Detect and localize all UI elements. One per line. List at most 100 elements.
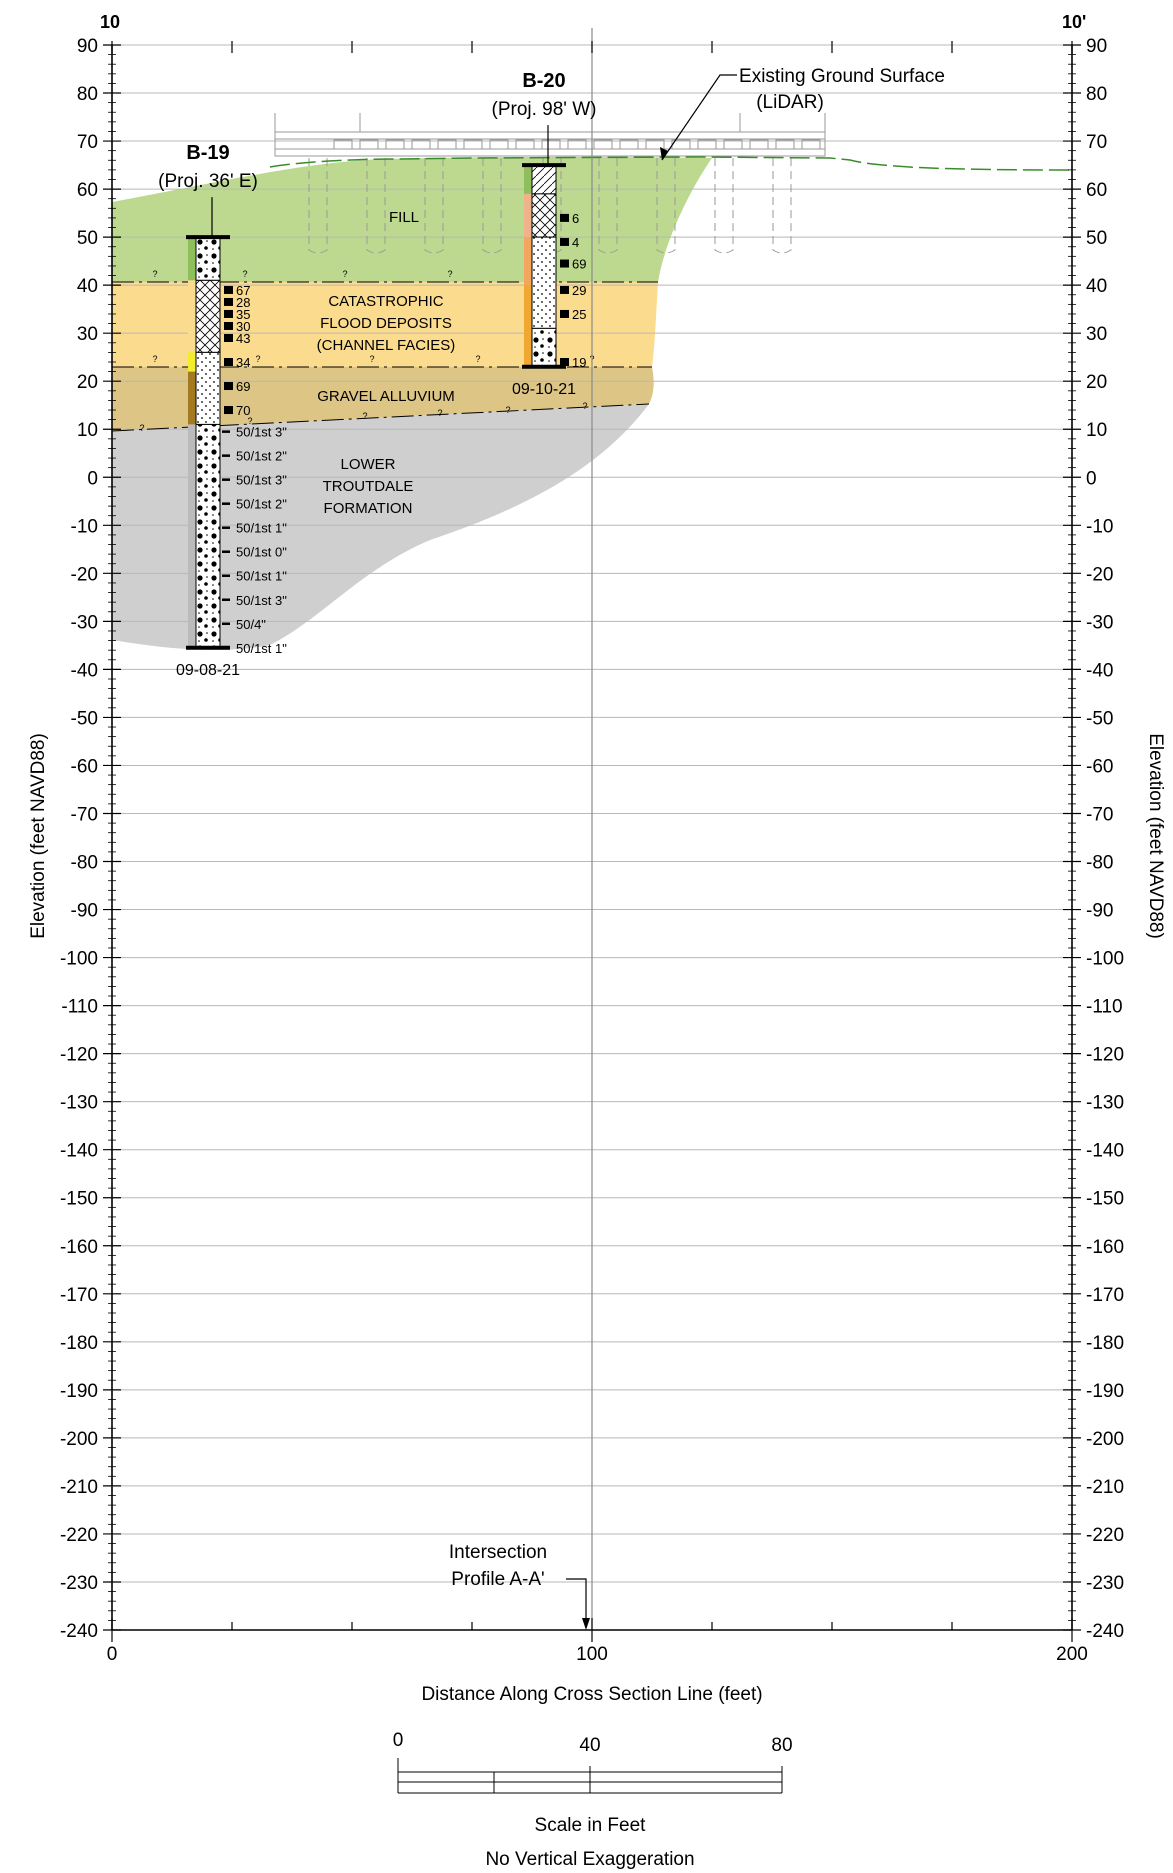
bridge-deck bbox=[274, 131, 826, 157]
ground-surface-leader bbox=[661, 74, 737, 161]
sample-marker bbox=[560, 285, 569, 294]
query-mark: ? bbox=[342, 269, 347, 279]
y-tick-label-right: -100 bbox=[1086, 949, 1124, 970]
y-tick-label-left: -90 bbox=[71, 901, 98, 922]
y-tick-label-right: 0 bbox=[1086, 468, 1097, 489]
y-tick-label-left: 40 bbox=[77, 276, 98, 297]
section-end-label: 10' bbox=[1062, 12, 1086, 32]
borings: B-19(Proj. 36' E)672835304334697050/1st … bbox=[158, 70, 596, 679]
bridge-pier bbox=[482, 158, 502, 254]
blow-count: 4 bbox=[572, 235, 579, 250]
girder-box bbox=[489, 139, 509, 150]
girder-box bbox=[619, 139, 639, 150]
bridge-girders bbox=[333, 139, 821, 150]
blow-count: 28 bbox=[236, 295, 250, 310]
boring-unit-strip bbox=[524, 165, 532, 194]
blow-count: 50/1st 0" bbox=[236, 545, 287, 560]
girder-box bbox=[385, 139, 405, 150]
intersection-leader bbox=[566, 1578, 587, 1622]
boring-lithology bbox=[195, 236, 221, 281]
bridge-pier bbox=[598, 158, 618, 254]
sample-marker bbox=[560, 259, 569, 268]
girder-box bbox=[437, 139, 457, 150]
sample-marker bbox=[224, 406, 233, 415]
girder-box bbox=[775, 139, 795, 150]
y-tick-label-right: 10 bbox=[1086, 420, 1107, 441]
y-tick-label-left: -130 bbox=[60, 1093, 98, 1114]
y-tick-label-left: -110 bbox=[61, 997, 98, 1018]
query-mark: ? bbox=[505, 405, 510, 415]
y-tick-label-right: -30 bbox=[1086, 612, 1113, 633]
boring-name: B-20 bbox=[522, 70, 565, 92]
x-tick-label: 200 bbox=[1056, 1644, 1088, 1665]
y-tick-label-left: 60 bbox=[77, 180, 98, 201]
girder-box bbox=[645, 139, 665, 150]
y-tick-label-left: -10 bbox=[71, 516, 98, 537]
y-tick-label-right: -150 bbox=[1086, 1189, 1124, 1210]
boring-lithology bbox=[195, 423, 221, 649]
boring-unit-strip bbox=[524, 237, 532, 286]
label-fill: FILL bbox=[389, 209, 419, 226]
y-tick-label-right: 30 bbox=[1086, 324, 1107, 345]
y-tick-label-left: 30 bbox=[77, 324, 98, 345]
troutdale-formation-area bbox=[112, 404, 649, 650]
intersection-label-1: Intersection bbox=[449, 1542, 547, 1563]
sample-marker bbox=[224, 297, 233, 306]
girder-box bbox=[697, 139, 717, 150]
sample-marker bbox=[224, 285, 233, 294]
y-tick-label-right: -240 bbox=[1086, 1621, 1124, 1642]
y-tick-label-left: 10 bbox=[77, 420, 98, 441]
ground-surface-label-1: Existing Ground Surface bbox=[739, 66, 945, 87]
blow-count: 50/4" bbox=[236, 617, 266, 632]
y-tick-label-right: -140 bbox=[1086, 1141, 1124, 1162]
blow-count: 69 bbox=[572, 257, 586, 272]
y-tick-label-right: -50 bbox=[1086, 708, 1113, 729]
right-elevation-axis: 9080706050403020100-10-20-30-40-50-60-70… bbox=[1063, 36, 1124, 1642]
y-tick-label-right: -20 bbox=[1086, 564, 1113, 585]
label-troutdale-1: LOWER bbox=[340, 456, 395, 473]
boring-date: 09-10-21 bbox=[512, 381, 576, 398]
blow-count: 50/1st 2" bbox=[236, 449, 287, 464]
query-mark: ? bbox=[242, 269, 247, 279]
blow-count: 6 bbox=[572, 211, 579, 226]
boring-unit-strip bbox=[188, 280, 196, 353]
sample-marker bbox=[224, 333, 233, 342]
y-tick-label-left: 80 bbox=[77, 84, 98, 105]
y-tick-label-left: -80 bbox=[71, 853, 98, 874]
x-tick-label: 0 bbox=[107, 1644, 118, 1665]
blow-count: 34 bbox=[236, 355, 250, 370]
y-tick-label-left: 20 bbox=[77, 372, 98, 393]
blow-count: 30 bbox=[236, 319, 250, 334]
sample-marker bbox=[560, 237, 569, 246]
query-mark: ? bbox=[475, 354, 480, 364]
section-start-label: 10 bbox=[100, 12, 120, 32]
y-tick-label-right: -70 bbox=[1086, 804, 1113, 825]
label-troutdale-3: FORMATION bbox=[324, 500, 413, 517]
boring-b-19: B-19(Proj. 36' E)672835304334697050/1st … bbox=[158, 142, 287, 679]
y-tick-label-right: 20 bbox=[1086, 372, 1107, 393]
boring-projection: (Proj. 98' W) bbox=[492, 99, 597, 120]
girder-box bbox=[359, 139, 379, 150]
sample-marker bbox=[224, 358, 233, 366]
query-mark: ? bbox=[152, 354, 157, 364]
girder-box bbox=[463, 139, 483, 150]
y-tick-label-left: -210 bbox=[60, 1477, 98, 1498]
sample-marker bbox=[560, 213, 569, 222]
scale-label-80: 80 bbox=[771, 1735, 792, 1756]
scale-bar: 0 40 80 Scale in Feet No Vertical Exagge… bbox=[393, 1730, 793, 1870]
boring-unit-strip bbox=[188, 237, 196, 281]
intersection-label-2: Profile A-A' bbox=[451, 1569, 544, 1590]
sample-marker bbox=[560, 358, 569, 366]
blow-count: 69 bbox=[236, 379, 250, 394]
y-tick-label-right: -40 bbox=[1086, 660, 1113, 681]
left-elevation-axis: 9080706050403020100-10-20-30-40-50-60-70… bbox=[60, 36, 121, 1642]
girder-box bbox=[515, 139, 535, 150]
query-mark: ? bbox=[362, 411, 367, 421]
girder-box bbox=[593, 139, 613, 150]
y-tick-label-right: -80 bbox=[1086, 853, 1113, 874]
blow-count: 19 bbox=[572, 355, 586, 370]
y-tick-label-left: -230 bbox=[60, 1573, 98, 1594]
right-axis-title: Elevation (feet NAVD88) bbox=[1145, 733, 1166, 939]
blow-count: 50/1st 1" bbox=[236, 569, 287, 584]
ground-surface-label-2: (LiDAR) bbox=[756, 92, 824, 113]
